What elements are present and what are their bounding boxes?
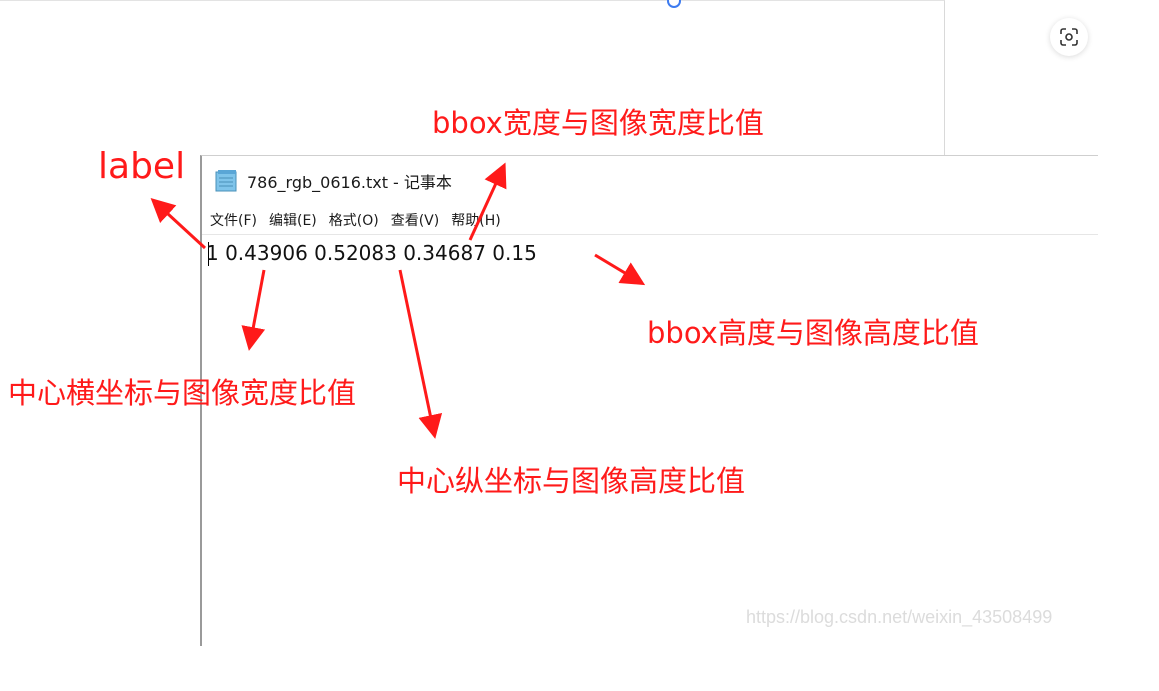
window-title: 786_rgb_0616.txt - 记事本 bbox=[247, 173, 452, 192]
title-bar[interactable]: 786_rgb_0616.txt - 记事本 bbox=[202, 156, 1098, 206]
menu-bar: 文件(F) 编辑(E) 格式(O) 查看(V) 帮助(H) bbox=[202, 207, 1098, 233]
background-window bbox=[0, 0, 945, 161]
annotation-bbox-height: bbox高度与图像高度比值 bbox=[647, 316, 979, 350]
scan-button[interactable] bbox=[1050, 18, 1088, 56]
arrow-label bbox=[150, 197, 207, 250]
menu-edit[interactable]: 编辑(E) bbox=[268, 213, 317, 229]
watermark: https://blog.csdn.net/weixin_43508499 bbox=[746, 607, 1053, 627]
menu-format[interactable]: 格式(O) bbox=[328, 213, 379, 229]
notepad-icon bbox=[215, 170, 237, 192]
menu-help[interactable]: 帮助(H) bbox=[451, 213, 501, 229]
editor-content[interactable]: 1 0.43906 0.52083 0.34687 0.15 bbox=[206, 241, 537, 265]
annotation-label: label bbox=[98, 146, 186, 187]
status-dot bbox=[667, 0, 681, 8]
annotation-center-y: 中心纵坐标与图像高度比值 bbox=[397, 464, 746, 498]
text-caret bbox=[208, 242, 209, 266]
annotation-bbox-width: bbox宽度与图像宽度比值 bbox=[432, 106, 764, 140]
scan-icon bbox=[1060, 28, 1078, 46]
menu-file[interactable]: 文件(F) bbox=[210, 213, 257, 229]
notepad-window: 786_rgb_0616.txt - 记事本 文件(F) 编辑(E) 格式(O)… bbox=[200, 155, 1098, 646]
menu-view[interactable]: 查看(V) bbox=[390, 213, 440, 229]
text-editor[interactable]: 1 0.43906 0.52083 0.34687 0.15 bbox=[202, 234, 1098, 646]
annotation-center-x: 中心横坐标与图像宽度比值 bbox=[8, 376, 357, 410]
